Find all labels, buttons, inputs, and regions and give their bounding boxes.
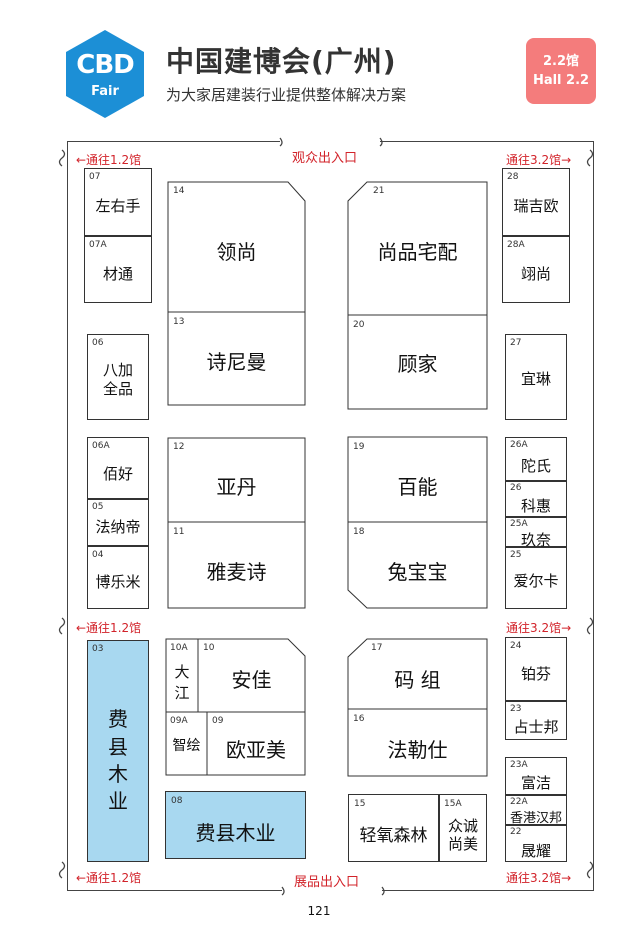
booth-10a-line2[interactable]: 江 [174,684,190,702]
booth-10a-number: 10A [170,643,188,653]
booth-13-number: 13 [173,317,185,327]
door-to-hall-1-2-top: ←通往1.2馆 [76,153,142,167]
page-subtitle: 为大家居建装行业提供整体解决方案 [166,86,407,104]
booth-22[interactable]: 22 晟耀 [505,825,567,862]
booth-10a-line1[interactable]: 大 [174,663,190,681]
booth-22a[interactable]: 22A 香港汉邦 [505,795,567,826]
entrance-visitors: 观众出入口 [292,151,358,166]
hall-cn: 2.2馆 [542,54,580,69]
logo-text: CBD [76,50,134,80]
booth-15[interactable]: 15 轻氧森林 [348,794,439,862]
booth-06a[interactable]: 06A 佰好 [87,437,149,499]
booth-06[interactable]: 06 八加 全品 [87,334,149,420]
booth-17[interactable]: 码 组 [394,668,441,692]
booth-12[interactable]: 亚丹 [216,475,257,499]
booth-12-number: 12 [173,442,185,452]
door-to-hall-3-2-bottom: 通往3.2馆→ [506,871,572,885]
booth-20-number: 20 [353,320,365,330]
booth-19-number: 19 [353,442,365,452]
booth-21[interactable]: 尚品宅配 [377,240,458,264]
entrance-exhibits: 展品出入口 [294,875,360,890]
booth-17-number: 17 [371,643,383,653]
booth-28[interactable]: 28 瑞吉欧 [502,168,570,236]
page-title: 中国建博会(广州) [166,45,397,78]
booth-25a[interactable]: 25A 玖奈 [505,517,567,549]
booth-14-number: 14 [173,186,185,196]
booth-28a[interactable]: 28A 翊尚 [502,236,570,303]
door-to-hall-1-2-bottom: ←通往1.2馆 [76,871,142,885]
booth-07a[interactable]: 07A 材通 [84,236,152,303]
booth-13[interactable]: 诗尼曼 [206,350,267,374]
booth-14[interactable]: 领尚 [216,240,257,264]
hall-en: Hall 2.2 [532,73,590,88]
door-to-hall-1-2-mid: ←通往1.2馆 [76,621,142,635]
booth-09a-number: 09A [170,716,188,726]
booth-04[interactable]: 04 博乐米 [87,546,149,609]
booth-15a[interactable]: 15A 众诚 尚美 [439,794,487,862]
booth-19[interactable]: 百能 [397,475,438,499]
hall-badge: 2.2馆 Hall 2.2 [526,38,596,104]
booth-20[interactable]: 顾家 [397,352,438,376]
booth-09-number: 09 [212,716,224,726]
booth-09a[interactable]: 智绘 [172,738,201,754]
booth-07[interactable]: 07 左右手 [84,168,152,236]
booth-09[interactable]: 欧亚美 [226,738,286,762]
booth-21-number: 21 [373,186,385,196]
booth-26a[interactable]: 26A 陀氏 [505,437,567,481]
door-to-hall-3-2-mid: 通往3.2馆→ [506,621,572,635]
booth-11-number: 11 [173,527,185,537]
booth-23[interactable]: 23 占士邦 [505,701,567,740]
booth-10-number: 10 [203,643,215,653]
booth-16-number: 16 [353,714,365,724]
booth-03[interactable]: 03 费 县 木 业 [87,640,149,862]
booth-16[interactable]: 法勒仕 [387,738,448,762]
booth-10[interactable]: 安佳 [231,668,272,692]
logo-subtext: Fair [91,84,119,99]
cbd-fair-logo: CBD Fair [64,28,146,120]
booth-24[interactable]: 24 铂芬 [505,637,567,701]
booth-18[interactable]: 兔宝宝 [387,560,448,584]
booth-08[interactable]: 08 费县木业 [165,791,306,859]
booth-18-number: 18 [353,527,365,537]
door-to-hall-3-2-top: 通往3.2馆→ [506,153,572,167]
page-number: 121 [307,904,331,918]
booth-23a[interactable]: 23A 富洁 [505,757,567,795]
booth-26[interactable]: 26 科惠 [505,481,567,517]
booth-27[interactable]: 27 宜琳 [505,334,567,420]
booth-25[interactable]: 25 爱尔卡 [505,547,567,609]
booth-05[interactable]: 05 法纳帝 [87,499,149,546]
booth-11[interactable]: 雅麦诗 [206,560,267,584]
